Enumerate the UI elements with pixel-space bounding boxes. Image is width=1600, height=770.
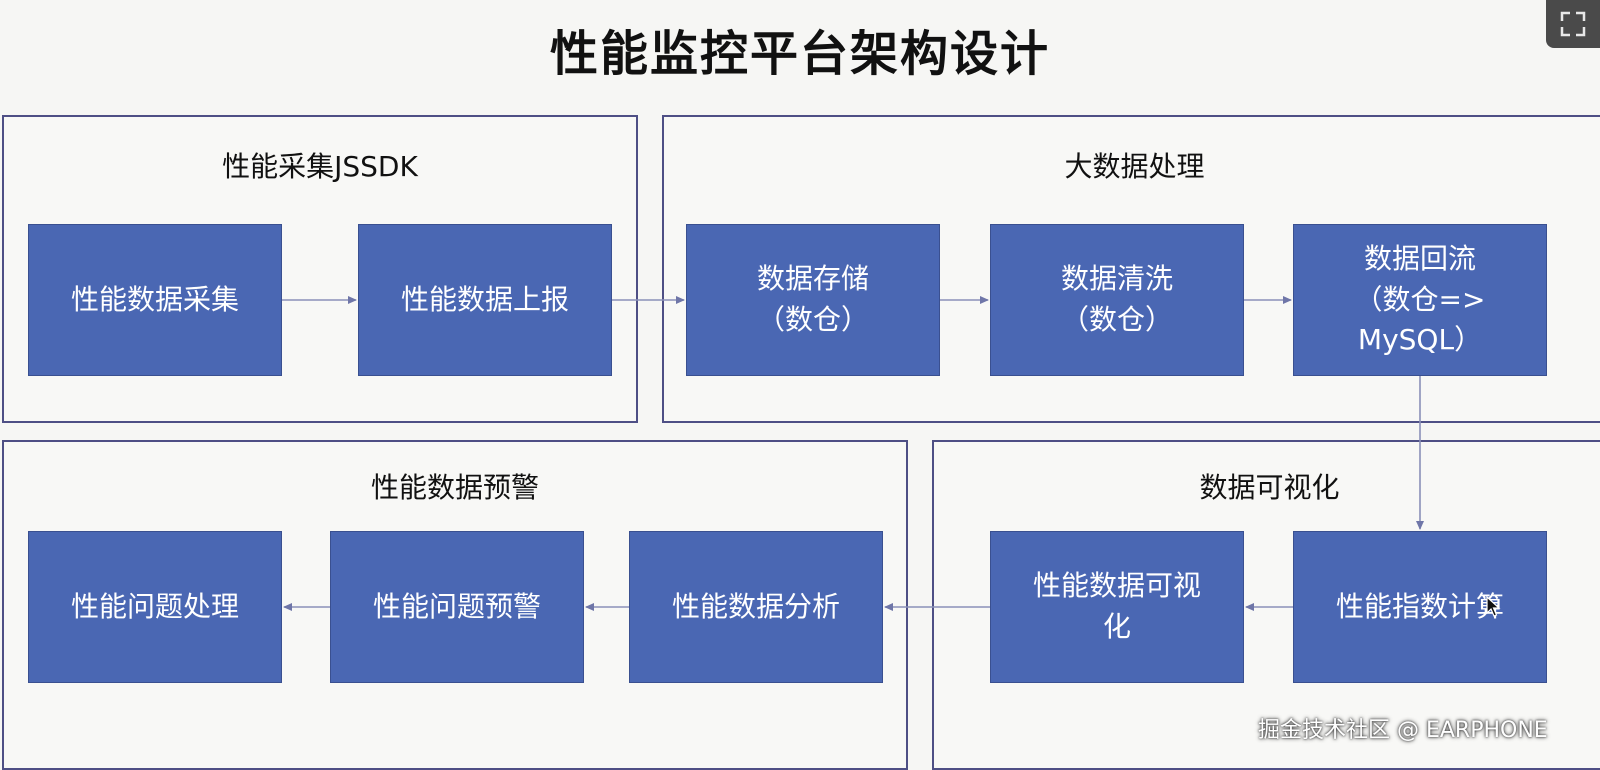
box-data-collect: 性能数据采集 — [28, 224, 282, 376]
watermark: 掘金技术社区 @ EARPHONE — [1258, 718, 1548, 743]
box-data-visualize-label: 性能数据可视 化 — [1032, 569, 1201, 643]
box-problem-handle: 性能问题处理 — [28, 531, 282, 683]
box-perf-index-compute: 性能指数计算 — [1293, 531, 1547, 683]
box-problem-handle-label: 性能问题处理 — [70, 589, 239, 623]
box-data-analyze-label: 性能数据分析 — [671, 589, 840, 623]
group-bigdata-title: 大数据处理 — [1064, 150, 1205, 183]
box-data-collect-label: 性能数据采集 — [70, 282, 239, 316]
box-data-backflow: 数据回流 （数仓=> MySQL） — [1293, 224, 1547, 376]
box-data-store-label: 数据存储 （数仓） — [756, 262, 869, 336]
box-data-backflow-label: 数据回流 （数仓=> MySQL） — [1354, 242, 1486, 357]
box-data-clean-label: 数据清洗 （数仓） — [1060, 262, 1173, 336]
box-problem-alert-label: 性能问题预警 — [372, 589, 541, 623]
group-visual-title: 数据可视化 — [1199, 471, 1340, 504]
group-warning-title: 性能数据预警 — [370, 471, 539, 504]
box-data-clean: 数据清洗 （数仓） — [990, 224, 1244, 376]
box-data-store: 数据存储 （数仓） — [686, 224, 940, 376]
box-data-report-label: 性能数据上报 — [400, 282, 569, 316]
box-data-analyze: 性能数据分析 — [629, 531, 883, 683]
page-title: 性能监控平台架构设计 — [549, 26, 1050, 82]
group-sdk-title: 性能采集JSSDK — [222, 150, 418, 183]
box-problem-alert: 性能问题预警 — [330, 531, 584, 683]
box-perf-index-compute-label: 性能指数计算 — [1335, 589, 1504, 623]
expand-icon — [1560, 11, 1586, 37]
mouse-pointer-icon — [1486, 596, 1501, 617]
box-data-visualize: 性能数据可视 化 — [990, 531, 1244, 683]
box-data-report: 性能数据上报 — [358, 224, 612, 376]
expand-button[interactable] — [1546, 0, 1600, 48]
